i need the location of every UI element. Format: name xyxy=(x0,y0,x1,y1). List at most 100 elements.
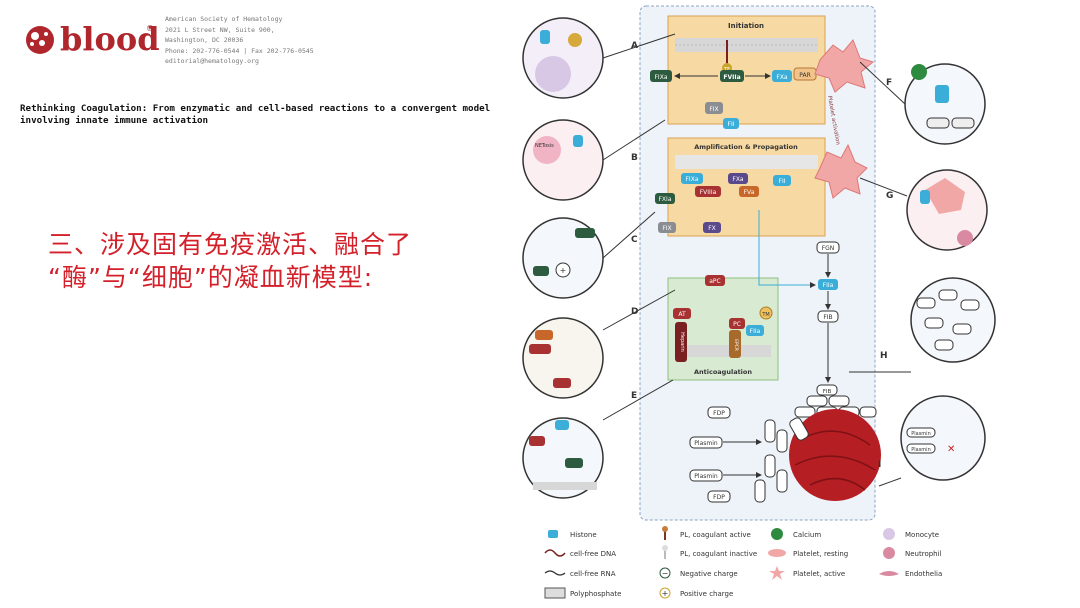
society-address: 2021 L Street NW, Suite 900, xyxy=(165,25,275,34)
legend: Histone cell-free DNA cell-free RNA Poly… xyxy=(544,526,942,599)
legend-label-pl-active: PL, coagulant active xyxy=(680,531,751,539)
factor-fixa-init: FIXa xyxy=(650,70,672,82)
stage-label-amplification: Amplification & Propagation xyxy=(694,143,798,151)
legend-item-pl-inactive: PL, coagulant inactive xyxy=(662,545,757,559)
legend-item-neg: − Negative charge xyxy=(659,567,738,579)
svg-text:+: + xyxy=(662,589,669,598)
society-name: American Society of Hematology xyxy=(165,15,283,23)
legend-label-neutrophil: Neutrophil xyxy=(905,550,942,558)
fviiia-label: FVIIIa xyxy=(700,189,717,196)
legend-label-calcium: Calcium xyxy=(793,531,821,539)
factor-fix-init: FIX xyxy=(705,102,723,114)
fxia-label: FXIa xyxy=(658,196,671,203)
legend-item-platelet-resting: Platelet, resting xyxy=(768,549,848,558)
factor-fdp-bottom: FDP xyxy=(707,490,731,503)
legend-label-monocyte: Monocyte xyxy=(905,531,939,539)
fix-label-amp: FIX xyxy=(662,225,671,232)
factor-fii-init: FII xyxy=(723,118,739,129)
heparin-label: Heparin xyxy=(679,332,685,352)
factor-fx: FX xyxy=(703,222,721,233)
legend-item-pos: + Positive charge xyxy=(659,587,733,599)
fx-label: FX xyxy=(708,225,716,232)
panel-f-circle: F xyxy=(859,61,986,145)
fdp-label-bottom: FDP xyxy=(713,494,725,501)
fva-label: FVa xyxy=(744,189,755,196)
legend-item-platelet-active: Platelet, active xyxy=(769,566,845,580)
fdp-label-top: FDP xyxy=(713,410,725,417)
factor-fgn: FGN xyxy=(816,241,840,254)
coagulation-model-diagram: Initiation TF FVIIa FIXa FXa PAR FIX FII… xyxy=(522,5,996,599)
factor-plasmin-bottom: Plasmin xyxy=(689,469,723,482)
panel-c-circle: + C xyxy=(522,211,656,299)
fib-label-single: FIB xyxy=(823,314,832,321)
legend-label-cfrna: cell-free RNA xyxy=(570,570,616,578)
factor-fviia: FVIIa xyxy=(720,70,744,82)
factor-par: PAR xyxy=(793,67,817,81)
panel-letter-i: I xyxy=(878,460,881,470)
factor-fdp-top: FDP xyxy=(707,406,731,419)
pc-label: PC xyxy=(733,321,741,328)
legend-item-cfdna: cell-free DNA xyxy=(544,549,616,558)
fixa-label-amp: FIXa xyxy=(685,176,698,183)
legend-label-platelet-resting: Platelet, resting xyxy=(793,550,848,558)
society-phone: Phone: 202-776-0544 | Fax 202-776-0545 xyxy=(165,46,314,55)
legend-label-polyp: Polyphosphate xyxy=(570,590,621,598)
fii-label-init: FII xyxy=(728,121,735,128)
plasmin-label-i-bottom: Plasmin xyxy=(911,447,931,453)
fgn-label: FGN xyxy=(822,245,835,252)
panel-h-circle: H xyxy=(849,277,996,373)
journal-name: blood xyxy=(60,20,160,58)
panel-letter-g: G xyxy=(886,191,893,201)
netosis-label: NETosis xyxy=(535,143,554,149)
stage-label-initiation: Initiation xyxy=(728,22,764,30)
factor-fiia-anticoag: FIIa xyxy=(746,325,764,336)
svg-text:+: + xyxy=(560,266,567,275)
paper-title: Rethinking Coagulation: From enzymatic a… xyxy=(20,103,491,126)
legend-label-histone: Histone xyxy=(570,531,597,539)
platelet-active-top xyxy=(814,39,875,93)
factor-fix-amp: FIX xyxy=(658,222,676,233)
factor-fii-amp: FII xyxy=(773,175,791,186)
legend-item-endothelia: Endothelia xyxy=(879,570,942,578)
legend-label-neg: Negative charge xyxy=(680,570,738,578)
epcr-label: EPCR xyxy=(733,339,739,351)
platelet-active-mid xyxy=(814,143,868,199)
legend-label-cfdna: cell-free DNA xyxy=(570,550,616,558)
factor-fviiia: FVIIIa xyxy=(695,186,721,197)
factor-fxa-amp: FXa xyxy=(728,173,748,184)
legend-label-pos: Positive charge xyxy=(680,590,733,598)
legend-item-neutrophil: Neutrophil xyxy=(883,547,942,559)
factor-pc: PC EPCR xyxy=(729,318,745,358)
factor-fib-single: FIB xyxy=(817,310,839,323)
slide-heading-line1: 三、涉及固有免疫激活、融合了 xyxy=(48,230,413,259)
panel-e-circle: E xyxy=(522,379,674,499)
legend-label-endothelia: Endothelia xyxy=(905,570,942,578)
legend-item-polyp: Polyphosphate xyxy=(544,587,621,599)
society-email: editorial@hematology.org xyxy=(165,57,259,65)
plasmin-label-top: Plasmin xyxy=(694,440,718,447)
fii-label-amp: FII xyxy=(779,178,786,185)
svg-text:−: − xyxy=(662,569,669,578)
panel-letter-c: C xyxy=(631,235,638,245)
blood-drop-icon xyxy=(26,26,54,54)
legend-item-pl-active: PL, coagulant active xyxy=(662,526,751,540)
panel-d-circle: D xyxy=(522,289,676,399)
apc-label: aPC xyxy=(709,278,720,285)
legend-item-calcium: Calcium xyxy=(771,528,821,540)
society-city: Washington, DC 20036 xyxy=(165,36,244,44)
fiia-label: FIIa xyxy=(823,282,834,289)
factor-apc: aPC xyxy=(705,275,725,286)
factor-plasmin-top: Plasmin xyxy=(689,436,723,449)
plasmin-label-bottom: Plasmin xyxy=(694,473,718,480)
legend-label-pl-inactive: PL, coagulant inactive xyxy=(680,550,757,558)
clot xyxy=(754,409,881,503)
panel-letter-h: H xyxy=(880,351,888,361)
factor-fixa-amp: FIXa xyxy=(681,173,703,184)
panel-letter-b: B xyxy=(631,153,638,163)
fxa-label-init: FXa xyxy=(776,74,788,81)
slide-heading: 三、涉及固有免疫激活、融合了 “酶”与“细胞”的凝血新模型: xyxy=(48,228,412,294)
at-label: AT xyxy=(678,311,686,318)
fib-label-polymer: FIB xyxy=(823,389,832,395)
stage-label-anticoagulation: Anticoagulation xyxy=(694,368,752,376)
svg-text:✕: ✕ xyxy=(947,444,955,455)
